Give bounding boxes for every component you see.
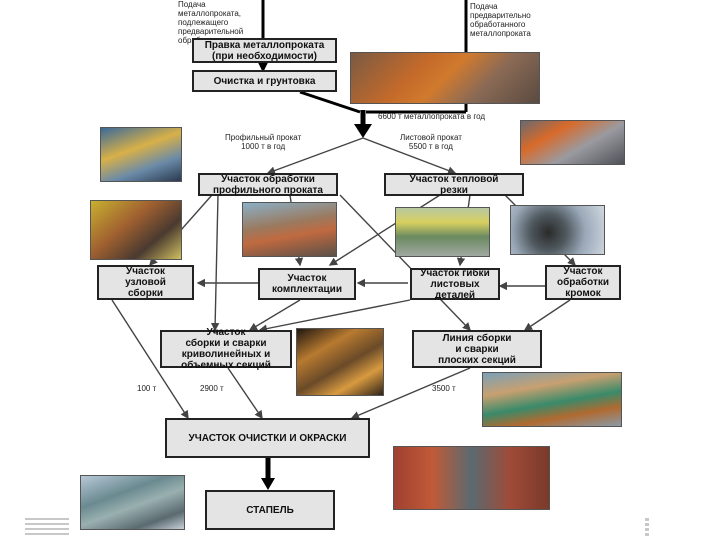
box-node-assembly-area: Участок узловой сборки — [97, 265, 194, 300]
photo-node-assembly — [90, 200, 182, 260]
note-feed-preprocessed: Подача предварительно обработанного мета… — [470, 2, 531, 38]
box-cleaning-priming: Очистка и грунтовка — [192, 70, 337, 92]
photo-thermal-cutting — [520, 120, 625, 165]
main-arrow-head — [354, 124, 372, 138]
photo-profile-processing — [100, 127, 182, 182]
slide-decoration-lines — [25, 518, 69, 538]
box-thermal-cutting-area: Участок тепловой резки — [384, 173, 524, 196]
box-profile-processing-area: Участок обработки профильного проката — [198, 173, 338, 196]
label-profile-rolled: Профильный прокат 1000 т в год — [225, 133, 302, 151]
box-curved-sections-area: Участок сборки и сварки криволинейных и … — [160, 327, 292, 371]
label-3500t: 3500 т — [432, 384, 456, 393]
box-flat-sections-line: Линия сборки и сварки плоских секций — [412, 330, 542, 368]
label-100t: 100 т — [137, 384, 157, 393]
photo-straightening-line — [350, 52, 540, 104]
box-slipway: СТАПЕЛЬ — [205, 490, 335, 530]
label-2900t: 2900 т — [200, 384, 224, 393]
box-bending-area: Участок гибки листовых деталей — [410, 268, 500, 301]
photo-kitting-storage — [242, 202, 337, 257]
slipway-arrow-head — [261, 478, 275, 490]
slide-decoration-dots — [645, 518, 649, 538]
label-sheet-rolled: Листовой прокат 5500 т в год — [400, 133, 462, 151]
split-right — [362, 137, 457, 175]
photo-edge-grinding — [510, 205, 605, 255]
line-clean-merge — [299, 90, 361, 114]
photo-curved-sections — [296, 328, 384, 396]
photo-painting-chambers — [393, 446, 550, 510]
box-cleaning-painting-area: УЧАСТОК ОЧИСТКИ И ОКРАСКИ — [165, 418, 370, 458]
box-edge-processing-area: Участок обработки кромок — [545, 265, 621, 300]
photo-bending-press — [395, 207, 490, 257]
label-total-tonnage: 6600 т металлопроката в год — [378, 112, 486, 121]
photo-flat-sections-line — [482, 372, 622, 427]
box-kitting-area: Участок комплектации — [258, 268, 356, 300]
box-straightening: Правка металлопроката (при необходимости… — [192, 38, 337, 63]
split-left — [266, 137, 364, 175]
photo-slipway — [80, 475, 185, 530]
